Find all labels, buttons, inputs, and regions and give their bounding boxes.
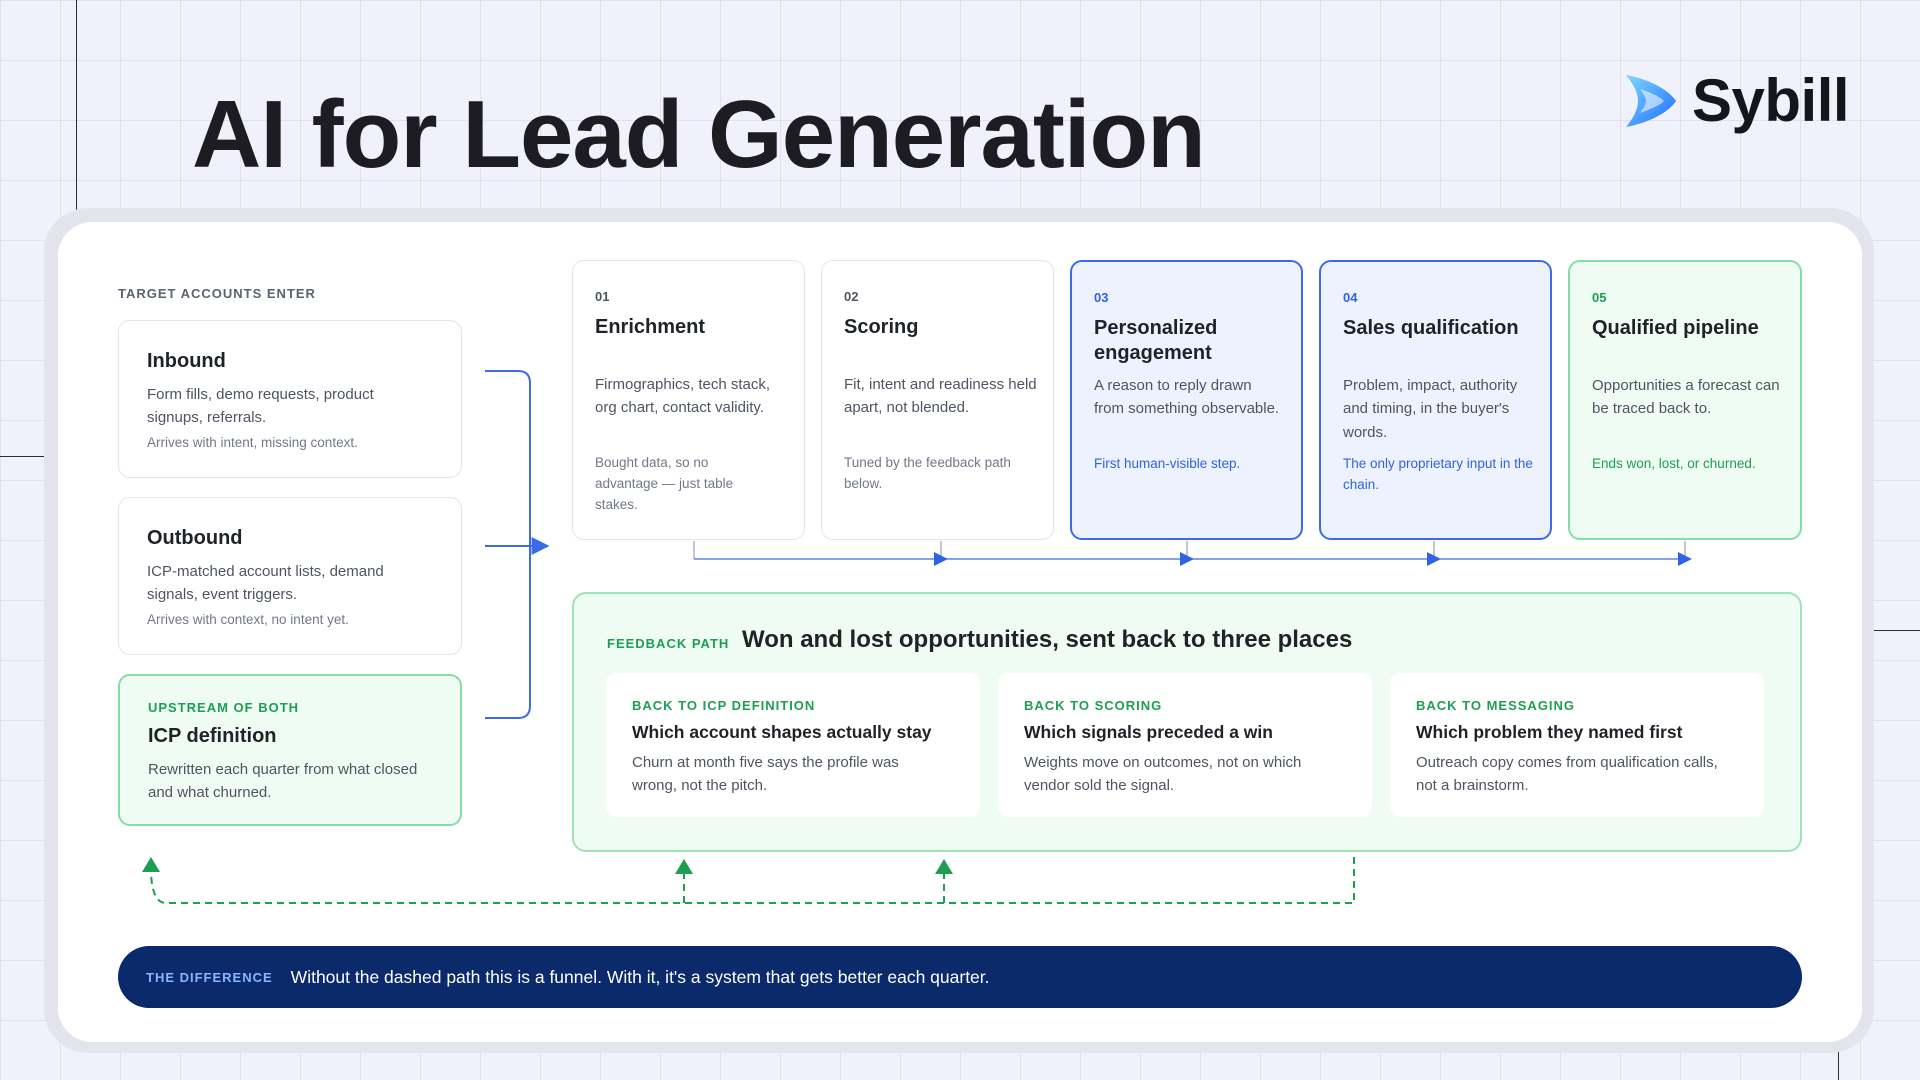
step-title: Qualified pipeline bbox=[1592, 317, 1759, 339]
step-note: Tuned by the feedback path below. bbox=[844, 455, 1011, 491]
sybill-logo: Sybill bbox=[1618, 66, 1850, 135]
step-note: The only proprietary input in the chain. bbox=[1343, 456, 1533, 492]
step-title: Enrichment bbox=[595, 316, 706, 338]
step-desc: Opportunities a forecast can be traced b… bbox=[1592, 377, 1780, 418]
step-number: 02 bbox=[844, 289, 859, 304]
step-title: Personalized engagement bbox=[1094, 317, 1218, 364]
feedback-card-desc: Weights move on outcomes, not on which v… bbox=[1024, 754, 1302, 795]
inbound-desc: Form fills, demo requests, product signu… bbox=[147, 386, 374, 427]
icp-title: ICP definition bbox=[148, 725, 277, 747]
step-note: Ends won, lost, or churned. bbox=[1592, 456, 1756, 471]
inbound-note: Arrives with intent, missing context. bbox=[147, 435, 358, 450]
feedback-card-title: Which problem they named first bbox=[1416, 722, 1683, 742]
step-note: Bought data, so no advantage — just tabl… bbox=[595, 455, 734, 512]
feedback-card-label: BACK TO MESSAGING bbox=[1416, 698, 1576, 713]
step-number: 04 bbox=[1343, 290, 1358, 305]
step-number: 03 bbox=[1094, 290, 1109, 305]
step-desc: Firmographics, tech stack, org chart, co… bbox=[595, 376, 771, 417]
decor-line-top-left bbox=[76, 0, 77, 210]
difference-bar: THE DIFFERENCE Without the dashed path t… bbox=[118, 946, 1802, 1008]
decor-line-bottom-right bbox=[1838, 1042, 1839, 1080]
step-number: 01 bbox=[595, 289, 610, 304]
feedback-card-desc: Outreach copy comes from qualification c… bbox=[1416, 754, 1718, 795]
feedback-card-desc: Churn at month five says the profile was… bbox=[632, 754, 899, 795]
step-number: 05 bbox=[1592, 290, 1607, 305]
feedback-card-icp: BACK TO ICP DEFINITION Which account sha… bbox=[606, 673, 980, 817]
logo-text: Sybill bbox=[1692, 67, 1850, 134]
step-title: Sales qualification bbox=[1343, 317, 1519, 339]
outbound-note: Arrives with context, no intent yet. bbox=[147, 612, 349, 627]
decor-line-left bbox=[0, 456, 58, 457]
outbound-title: Outbound bbox=[147, 527, 243, 549]
step-scoring: 02 Scoring Fit, intent and readiness hel… bbox=[821, 260, 1054, 540]
step-enrichment: 01 Enrichment Firmographics, tech stack,… bbox=[572, 260, 805, 540]
step-desc: Fit, intent and readiness held apart, no… bbox=[844, 376, 1037, 417]
icp-label: UPSTREAM OF BOTH bbox=[148, 700, 300, 715]
step-title: Scoring bbox=[844, 316, 919, 338]
feedback-card-label: BACK TO ICP DEFINITION bbox=[632, 698, 816, 713]
outbound-card: Outbound ICP-matched account lists, dema… bbox=[118, 497, 462, 655]
icp-desc: Rewritten each quarter from what closed … bbox=[148, 761, 418, 802]
step-sales-qualification: 04 Sales qualification Problem, impact, … bbox=[1319, 260, 1552, 540]
step-qualified-pipeline: 05 Qualified pipeline Opportunities a fo… bbox=[1568, 260, 1802, 540]
icp-definition-card: UPSTREAM OF BOTH ICP definition Rewritte… bbox=[118, 674, 462, 826]
decor-line-right bbox=[1862, 630, 1920, 631]
inbound-card: Inbound Form fills, demo requests, produ… bbox=[118, 320, 462, 478]
difference-text: Without the dashed path this is a funnel… bbox=[290, 966, 990, 987]
sybill-logo-icon bbox=[1626, 74, 1676, 127]
difference-label: THE DIFFERENCE bbox=[146, 969, 273, 985]
feedback-title: Won and lost opportunities, sent back to… bbox=[742, 626, 1353, 653]
feedback-card-title: Which account shapes actually stay bbox=[632, 722, 932, 742]
feedback-card-scoring: BACK TO SCORING Which signals preceded a… bbox=[998, 673, 1372, 817]
outbound-desc: ICP-matched account lists, demand signal… bbox=[147, 563, 384, 604]
feedback-card-title: Which signals preceded a win bbox=[1024, 722, 1273, 742]
step-note: First human-visible step. bbox=[1094, 456, 1241, 471]
page-title: AI for Lead Generation bbox=[192, 81, 1206, 188]
feedback-label: FEEDBACK PATH bbox=[607, 636, 730, 651]
step-personalized-engagement: 03 Personalized engagement A reason to r… bbox=[1070, 260, 1303, 540]
inbound-title: Inbound bbox=[147, 350, 226, 372]
feedback-card-messaging: BACK TO MESSAGING Which problem they nam… bbox=[1390, 673, 1764, 817]
entry-label: TARGET ACCOUNTS ENTER bbox=[118, 286, 316, 301]
step-desc: Problem, impact, authority and timing, i… bbox=[1343, 377, 1518, 441]
step-desc: A reason to reply drawn from something o… bbox=[1094, 377, 1280, 418]
feedback-card-label: BACK TO SCORING bbox=[1024, 698, 1163, 713]
